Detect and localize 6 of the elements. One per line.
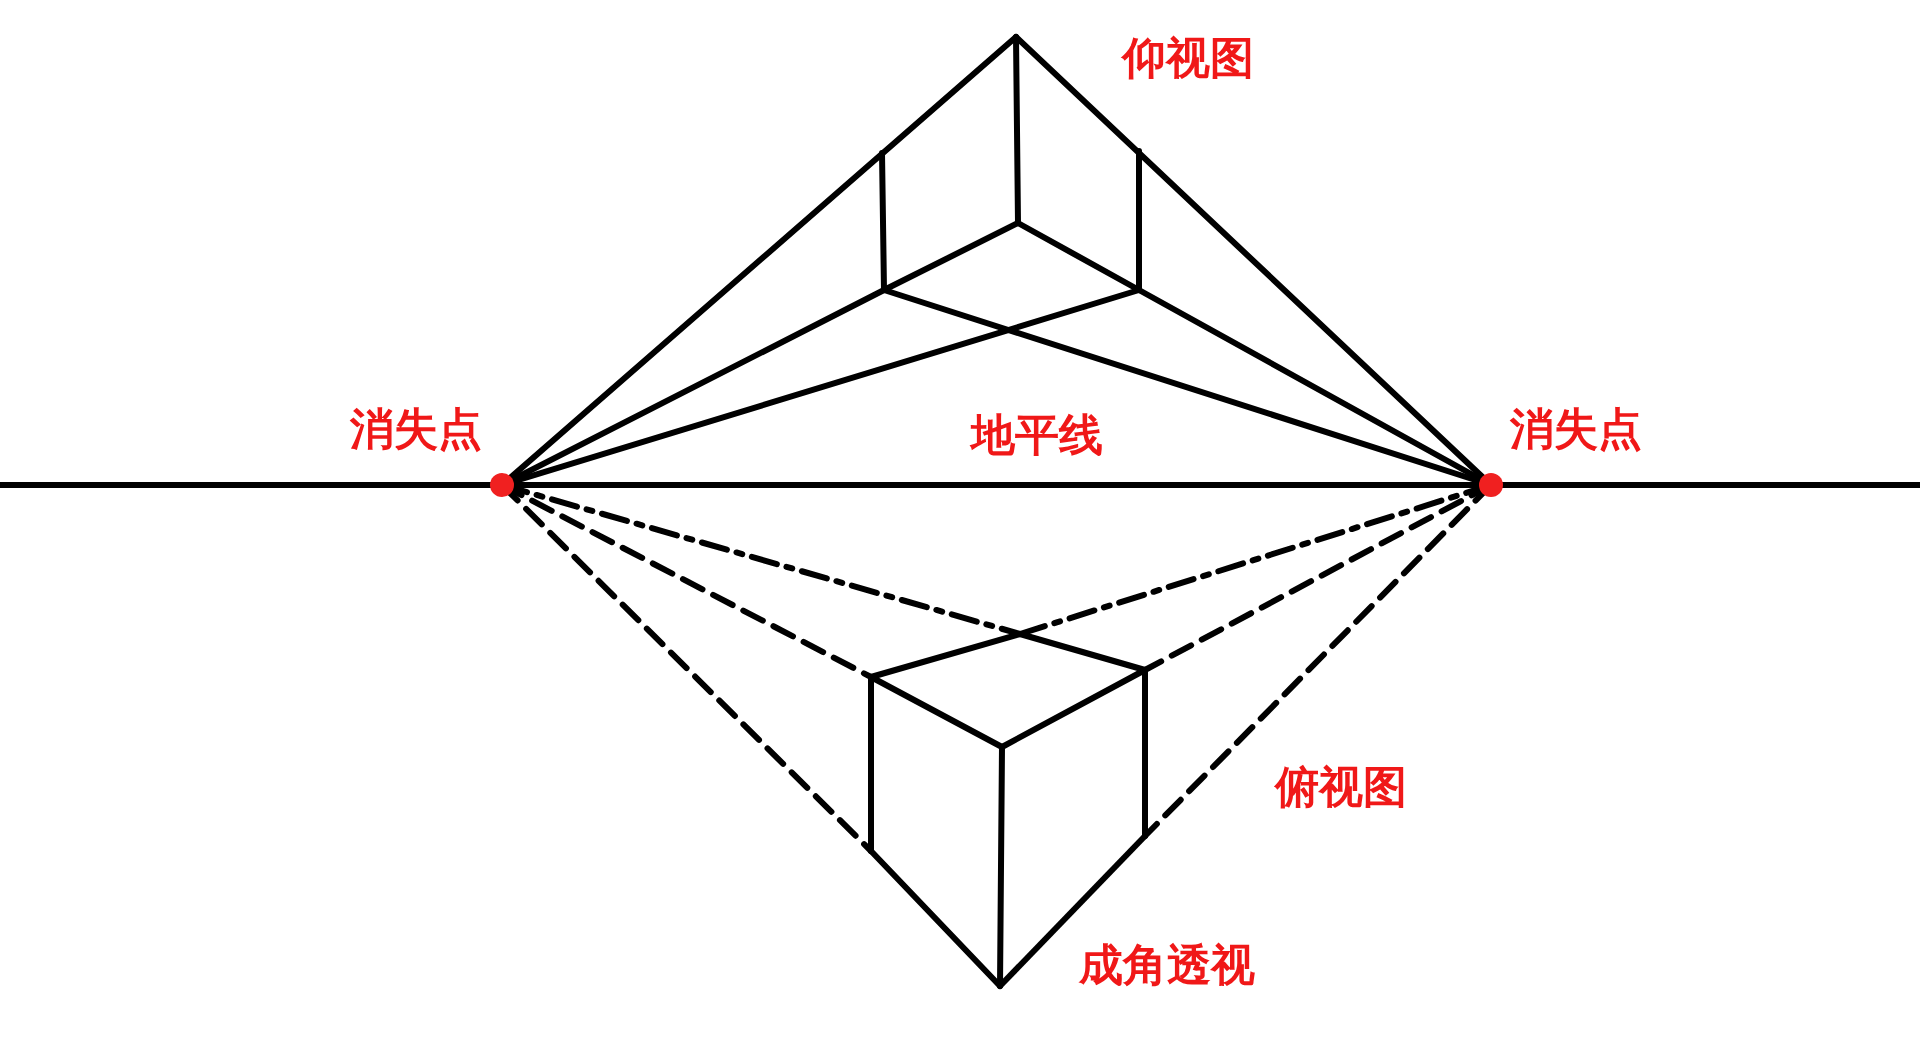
label-text: 消失点 [350, 404, 482, 454]
label-text: 仰视图 [1122, 33, 1254, 83]
label-text: 俯视图 [1275, 762, 1407, 812]
label-text: 地平线 [971, 410, 1103, 460]
label-text: 成角透视 [1079, 940, 1255, 990]
label-text: 消失点 [1510, 404, 1642, 454]
